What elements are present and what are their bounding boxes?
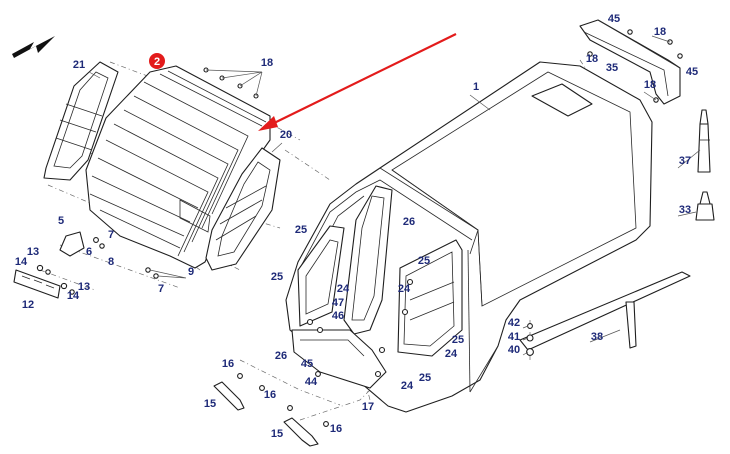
sealant-tube-37 <box>697 109 711 173</box>
callout-c8: 8 <box>108 256 114 268</box>
callout-c40: 40 <box>508 344 520 356</box>
callout-c41: 41 <box>508 331 520 343</box>
hardware-40-42 <box>526 323 534 356</box>
callout-c15b: 15 <box>271 428 283 440</box>
door-frame <box>297 185 463 357</box>
callout-c6: 6 <box>86 246 92 258</box>
rear-window-frame-21 <box>43 61 119 181</box>
callout-c17: 17 <box>362 401 374 413</box>
callout-c9: 9 <box>188 266 194 278</box>
bracket-5 <box>59 231 85 257</box>
callout-c38: 38 <box>591 331 603 343</box>
highlight-arrow <box>258 33 457 131</box>
adhesive-bottle-33 <box>695 191 715 221</box>
callout-c44: 44 <box>305 376 318 388</box>
callout-c24c: 24 <box>445 348 458 360</box>
callout-c20: 20 <box>280 129 292 141</box>
callout-c26a: 26 <box>403 216 415 228</box>
emblem-12 <box>13 269 61 299</box>
callout-c12: 12 <box>22 299 34 311</box>
callout-c18c: 18 <box>586 53 598 65</box>
callout-c14a: 14 <box>15 256 28 268</box>
callout-c45b: 45 <box>686 66 698 78</box>
callout-c18d: 18 <box>644 79 656 91</box>
trim-strip-38 <box>519 271 691 351</box>
svg-text:2: 2 <box>154 56 160 68</box>
callout-c18a: 18 <box>261 57 273 69</box>
callout-c25a: 25 <box>295 224 307 236</box>
callout-c18b: 18 <box>654 26 666 38</box>
callout-c42: 42 <box>508 317 520 329</box>
grab-handle-15b <box>283 417 319 447</box>
callout-c45c: 45 <box>301 358 313 370</box>
callout-c5: 5 <box>58 215 64 227</box>
callout-labels: 1567879121314131415151616161718181818202… <box>15 13 698 440</box>
callout-c15a: 15 <box>204 398 216 410</box>
callout-c16c: 16 <box>330 423 342 435</box>
callout-c25d: 25 <box>452 334 464 346</box>
callout-c21: 21 <box>73 59 85 71</box>
callout-c7a: 7 <box>108 229 114 241</box>
direction-arrow-icon <box>12 36 55 58</box>
callout-c37: 37 <box>679 155 691 167</box>
callout-c25c: 25 <box>418 255 430 267</box>
callout-c24a: 24 <box>337 283 350 295</box>
callout-c33: 33 <box>679 204 691 216</box>
callout-c46: 46 <box>332 310 344 322</box>
callout-c45a: 45 <box>608 13 620 25</box>
callout-c7b: 7 <box>158 283 164 295</box>
callout-c13b: 13 <box>78 281 90 293</box>
side-grille-frame-20 <box>205 147 281 271</box>
callout-c24b: 24 <box>398 283 411 295</box>
callout-c35: 35 <box>606 62 618 74</box>
callout-c25e: 25 <box>419 372 431 384</box>
front-lower-panel <box>291 278 414 389</box>
grab-handle-15a <box>213 381 245 411</box>
callout-c26b: 26 <box>275 350 287 362</box>
callout-c47: 47 <box>332 297 344 309</box>
callout-c25b: 25 <box>271 271 283 283</box>
callout-c13a: 13 <box>27 246 39 258</box>
callout-c1: 1 <box>473 81 479 93</box>
leader-lines <box>88 35 701 356</box>
highlight-badge: 2 <box>149 53 165 69</box>
callout-c16a: 16 <box>222 358 234 370</box>
callout-c24d: 24 <box>401 380 414 392</box>
roof-light-bar-35 <box>579 19 683 105</box>
cab-body-1 <box>285 61 653 413</box>
callout-c16b: 16 <box>264 389 276 401</box>
callout-c14b: 14 <box>67 290 80 302</box>
